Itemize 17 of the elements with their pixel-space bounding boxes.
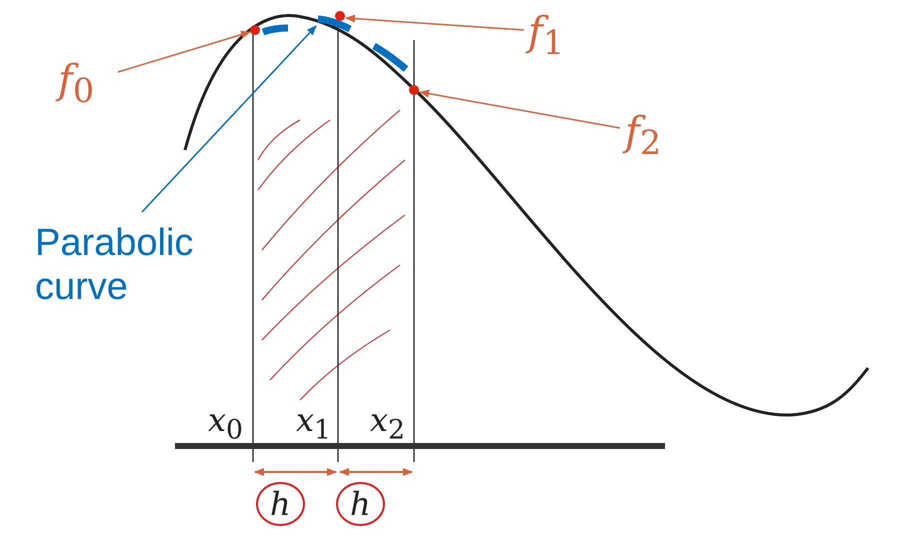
data-point: [409, 85, 419, 95]
circled-variable: h: [256, 482, 305, 526]
axis-label: x$_{1}$: [296, 404, 332, 444]
circled-variable: h: [336, 482, 385, 526]
variable-label: f$_{0}$: [58, 60, 94, 108]
variable-label: f$_{2}$: [625, 112, 662, 160]
parabolic-segments: [262, 16, 408, 72]
callout-label: Parabolic curve: [35, 222, 235, 310]
leader-line: [419, 90, 620, 129]
data-point: [335, 11, 345, 21]
axis-label: x$_{2}$: [370, 404, 406, 444]
leader-line: [141, 25, 317, 213]
axis-label: x$_{0}$: [208, 404, 244, 444]
leader-line: [345, 14, 524, 31]
variable-label: f$_{1}$: [528, 12, 564, 60]
leader-line: [118, 30, 251, 73]
data-point: [250, 25, 260, 35]
